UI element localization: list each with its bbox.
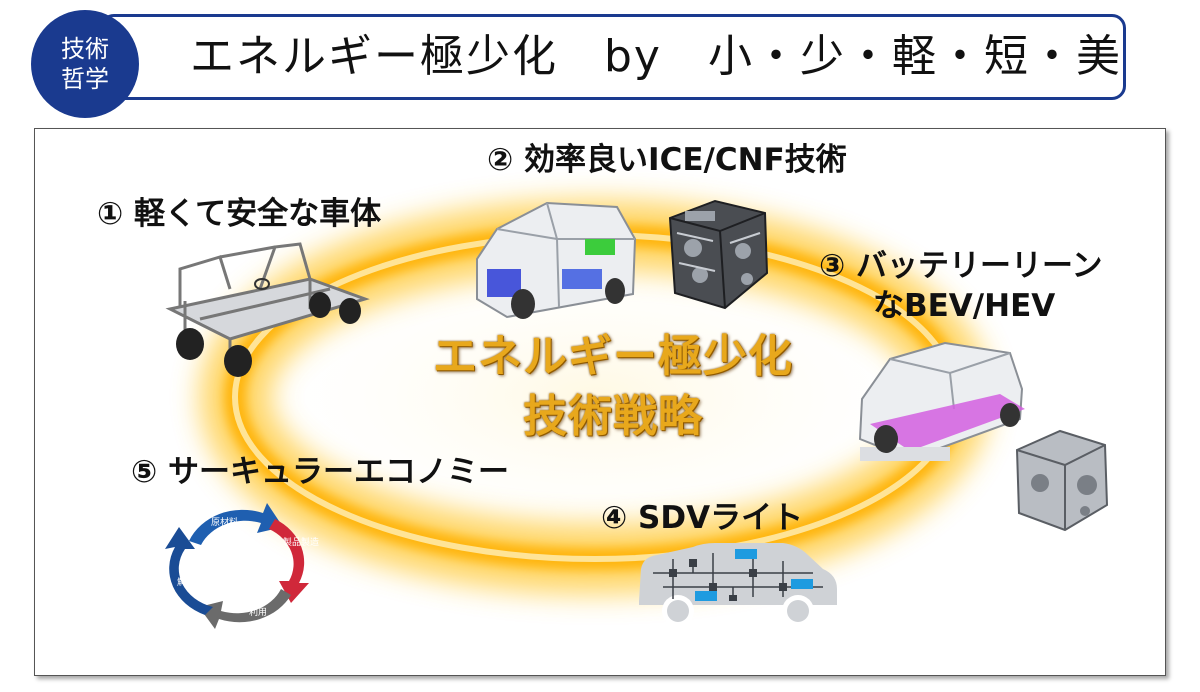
center-title: エネルギー極少化 技術戦略: [413, 327, 813, 447]
item-label-3a: ③ バッテリーリーン: [819, 248, 1103, 284]
ice-vehicle-image: [476, 201, 637, 319]
item-label-2: ② 効率良いICE/CNF技術: [487, 142, 847, 178]
arrow-manufacturing: [269, 519, 309, 603]
header-banner: [100, 14, 1126, 100]
engine-image: [668, 199, 769, 310]
cycle-label-3: 利用: [249, 606, 267, 618]
strategy-diagram: エネルギー極少化 技術戦略 ① 軽くて安全な車体 ② 効率良いICE/CNF技術…: [34, 128, 1166, 676]
item-label-3b: なBEV/HEV: [873, 288, 1056, 324]
cycle-label-0: 原材料: [211, 516, 238, 528]
bev-vehicle-image: [858, 341, 1025, 461]
page-title: エネルギー極少化 by 小・少・軽・短・美: [190, 31, 1122, 82]
item-label-5: ⑤ サーキュラーエコノミー: [131, 454, 510, 490]
car-body-frame-image: [165, 242, 370, 377]
sdv-network-car-image: [639, 543, 837, 627]
item-label-4: ④ SDVライト: [601, 500, 804, 536]
badge-line-2: 哲学: [61, 65, 109, 93]
arrow-use: [199, 589, 291, 629]
arrow-material-recycle: [189, 503, 283, 545]
badge-line-1: 技術: [61, 35, 109, 63]
category-badge: 技術 哲学: [31, 10, 139, 118]
center-title-line-2: 技術戦略: [523, 391, 703, 442]
cycle-label-2: 製品製造: [283, 536, 319, 548]
center-title-line-1: エネルギー極少化: [433, 331, 793, 382]
arrow-dismantle: [165, 527, 213, 615]
cycle-label-4: 解体: [177, 576, 195, 588]
item-label-1: ① 軽くて安全な車体: [97, 196, 382, 232]
circular-economy-cycle: 原材料 リサイクル 製品製造 利用 解体: [165, 503, 319, 629]
cycle-label-1: リサイクル: [225, 532, 265, 541]
motor-unit-image: [1015, 429, 1109, 532]
